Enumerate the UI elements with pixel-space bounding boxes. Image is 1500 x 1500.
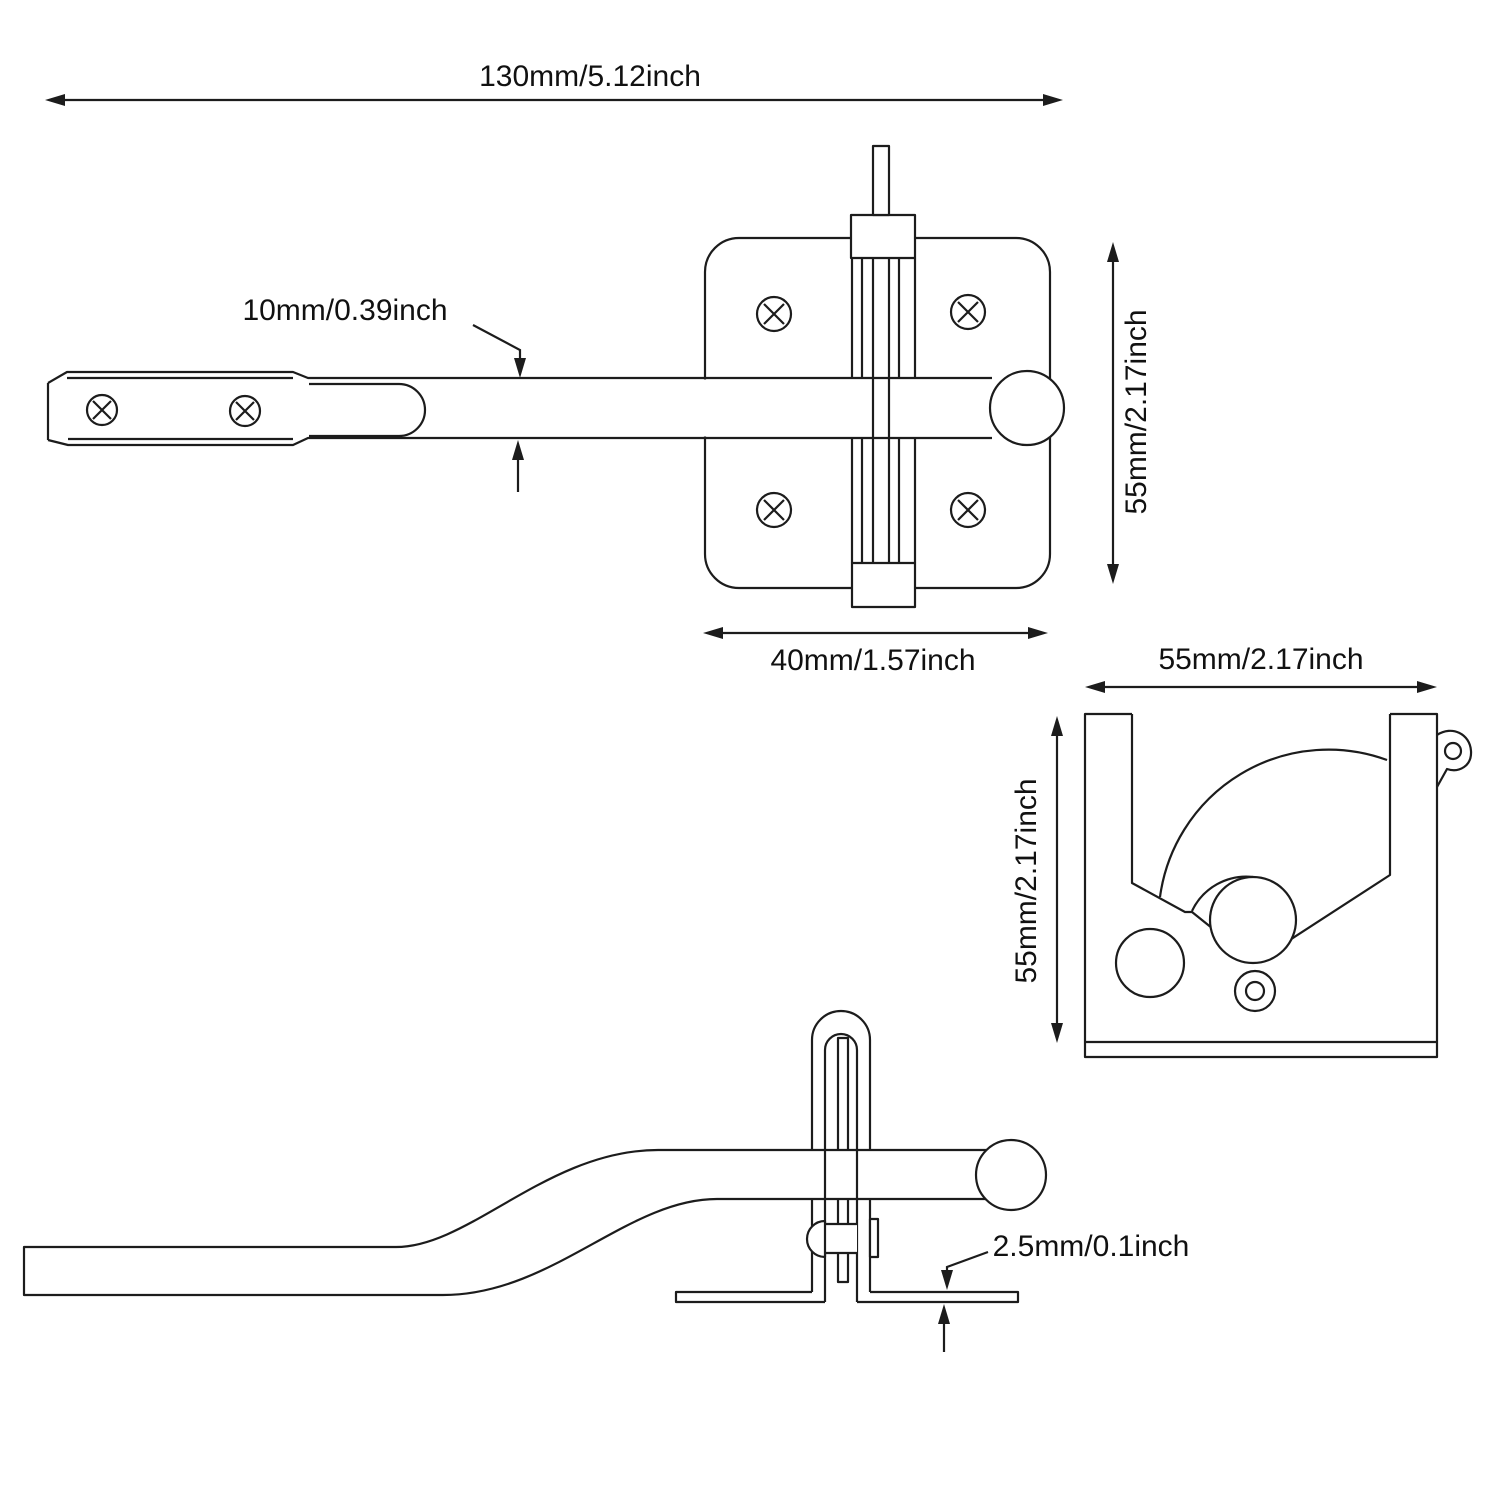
dim-label-bar-width: 10mm/0.39inch bbox=[242, 294, 447, 327]
latch-knob-side bbox=[974, 1138, 1048, 1212]
pin-rod bbox=[871, 144, 891, 217]
handle-slot bbox=[309, 382, 427, 438]
dim-bracket-width: 55mm/2.17inch bbox=[1085, 643, 1437, 693]
bolt-head bbox=[805, 1219, 827, 1259]
guide-pin bbox=[871, 258, 891, 563]
pivot-rod-section bbox=[1114, 927, 1186, 999]
dim-label-bracket-height: 55mm/2.17inch bbox=[1010, 778, 1043, 983]
bracket-section-view: 55mm/2.17inch 55mm/2.17inch bbox=[1010, 643, 1473, 1059]
screw-head-icon bbox=[755, 295, 793, 333]
keeper-front-lines bbox=[823, 1151, 859, 1198]
top-view: 130mm/5.12inch 10mm/0.39inch 55mm/2.17in… bbox=[45, 60, 1153, 677]
dim-overall-length: 130mm/5.12inch bbox=[45, 60, 1063, 106]
bracket-housing bbox=[1083, 712, 1439, 1059]
latch-arm-arc-outer bbox=[1158, 748, 1388, 898]
screw-head-icon bbox=[85, 393, 119, 427]
mount-tab bbox=[1436, 729, 1473, 788]
washer-section bbox=[1233, 969, 1277, 1013]
dim-label-base-thickness: 2.5mm/0.1inch bbox=[993, 1230, 1190, 1263]
dim-label-bracket-width: 55mm/2.17inch bbox=[1158, 643, 1363, 676]
dim-plate-height: 55mm/2.17inch bbox=[1107, 242, 1153, 584]
spring-channel bbox=[850, 258, 917, 563]
pin-brackets bbox=[849, 144, 917, 609]
dim-label-plate-height: 55mm/2.17inch bbox=[1120, 309, 1153, 514]
dim-label-overall-length: 130mm/5.12inch bbox=[479, 60, 701, 93]
latch-rod-section bbox=[1208, 875, 1298, 965]
screw-head-icon bbox=[755, 491, 793, 529]
dim-bar-width: 10mm/0.39inch bbox=[242, 294, 526, 492]
dim-base-thickness: 2.5mm/0.1inch bbox=[938, 1230, 1189, 1352]
side-profile-view: 2.5mm/0.1inch bbox=[22, 1009, 1189, 1352]
latch-knob bbox=[988, 369, 1066, 447]
screw-head-icon bbox=[228, 394, 262, 428]
top-bracket bbox=[849, 213, 917, 260]
latch-bar bbox=[46, 370, 992, 447]
mounting-feet bbox=[674, 1290, 1020, 1304]
handle-screws bbox=[85, 393, 262, 428]
bolt-nut bbox=[868, 1217, 880, 1259]
screw-head-icon bbox=[949, 293, 987, 331]
tab-hole bbox=[1443, 741, 1463, 761]
screw-head-icon bbox=[949, 491, 987, 529]
bracket-right-wall bbox=[1261, 714, 1392, 959]
dim-label-plate-width: 40mm/1.57inch bbox=[770, 644, 975, 677]
bottom-bracket bbox=[850, 561, 917, 609]
pivot-bolt bbox=[805, 1217, 880, 1259]
dim-bracket-height: 55mm/2.17inch bbox=[1010, 716, 1063, 1043]
dim-plate-width: 40mm/1.57inch bbox=[703, 627, 1048, 677]
plate-screws bbox=[755, 293, 987, 529]
